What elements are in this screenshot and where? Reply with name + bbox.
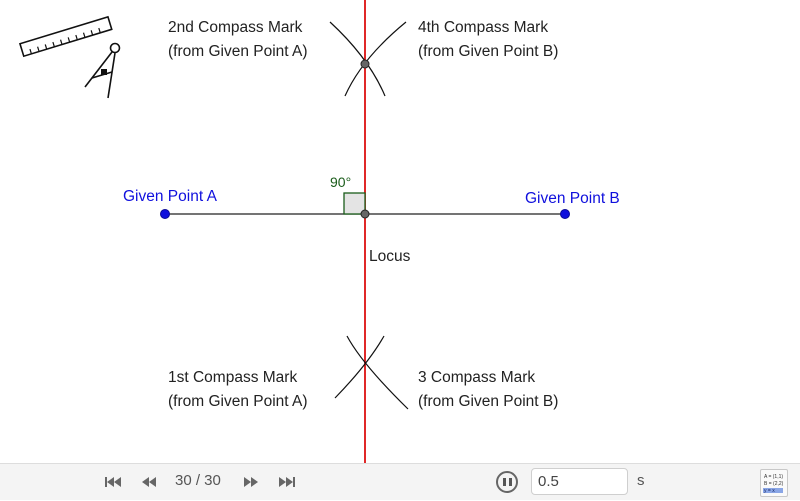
compass-marks bbox=[329, 21, 409, 410]
compass-mark-3-subtitle: (from Given Point B) bbox=[418, 393, 559, 410]
compass-mark-1-title: 1st Compass Mark bbox=[168, 369, 298, 386]
midpoint[interactable] bbox=[360, 209, 370, 219]
skip-to-end-icon[interactable] bbox=[277, 474, 297, 490]
locus-label: Locus bbox=[369, 248, 411, 265]
point-a-label: Given Point A bbox=[123, 188, 217, 205]
compass-mark-4-title: 4th Compass Mark bbox=[418, 19, 549, 36]
compass-mark-1-label: 1st Compass Mark (from Given Point A) bbox=[168, 366, 308, 414]
algebra-row-2: B = (2,2) bbox=[764, 481, 784, 487]
compass-mark-2-label: 2nd Compass Mark (from Given Point A) bbox=[168, 16, 308, 64]
given-point-a[interactable] bbox=[160, 209, 170, 219]
right-angle-mark bbox=[343, 192, 366, 215]
animation-toolbar: 30 / 30 s A = (1,1) B = (2,2) y = x bbox=[0, 463, 800, 500]
compass-mark-2-title: 2nd Compass Mark bbox=[168, 19, 303, 36]
intersection-point-top[interactable] bbox=[360, 59, 370, 69]
angle-label: 90° bbox=[330, 174, 352, 190]
compass-mark-2-arc bbox=[329, 21, 386, 97]
skip-to-start-icon[interactable] bbox=[103, 474, 123, 490]
compass-mark-1-subtitle: (from Given Point A) bbox=[168, 393, 308, 410]
algebra-view-icon: A = (1,1) B = (2,2) y = x bbox=[763, 474, 784, 494]
construction-canvas[interactable] bbox=[0, 0, 800, 463]
algebra-view-button[interactable]: A = (1,1) B = (2,2) y = x bbox=[760, 469, 788, 497]
compass-mark-3-title: 3 Compass Mark bbox=[418, 369, 536, 386]
speed-input[interactable] bbox=[531, 468, 628, 495]
point-b-label: Given Point B bbox=[525, 190, 620, 207]
pause-button[interactable] bbox=[496, 471, 518, 493]
compass-mark-4-subtitle: (from Given Point B) bbox=[418, 43, 559, 60]
step-back-icon[interactable] bbox=[139, 474, 159, 490]
compass-mark-1-arc bbox=[346, 335, 409, 410]
compass-mark-3-arc bbox=[334, 335, 385, 399]
step-forward-icon[interactable] bbox=[241, 474, 261, 490]
algebra-row-3: y = x bbox=[764, 488, 775, 494]
step-counter: 30 / 30 bbox=[175, 472, 221, 489]
algebra-row-1: A = (1,1) bbox=[764, 474, 783, 480]
compass-mark-4-arc bbox=[344, 21, 407, 97]
given-point-b[interactable] bbox=[560, 209, 570, 219]
compass-mark-4-label: 4th Compass Mark (from Given Point B) bbox=[418, 16, 558, 64]
speed-unit: s bbox=[637, 472, 645, 489]
compass-mark-3-label: 3 Compass Mark (from Given Point B) bbox=[418, 366, 558, 414]
compass-mark-2-subtitle: (from Given Point A) bbox=[168, 43, 308, 60]
ruler-compass-icon bbox=[18, 15, 121, 99]
